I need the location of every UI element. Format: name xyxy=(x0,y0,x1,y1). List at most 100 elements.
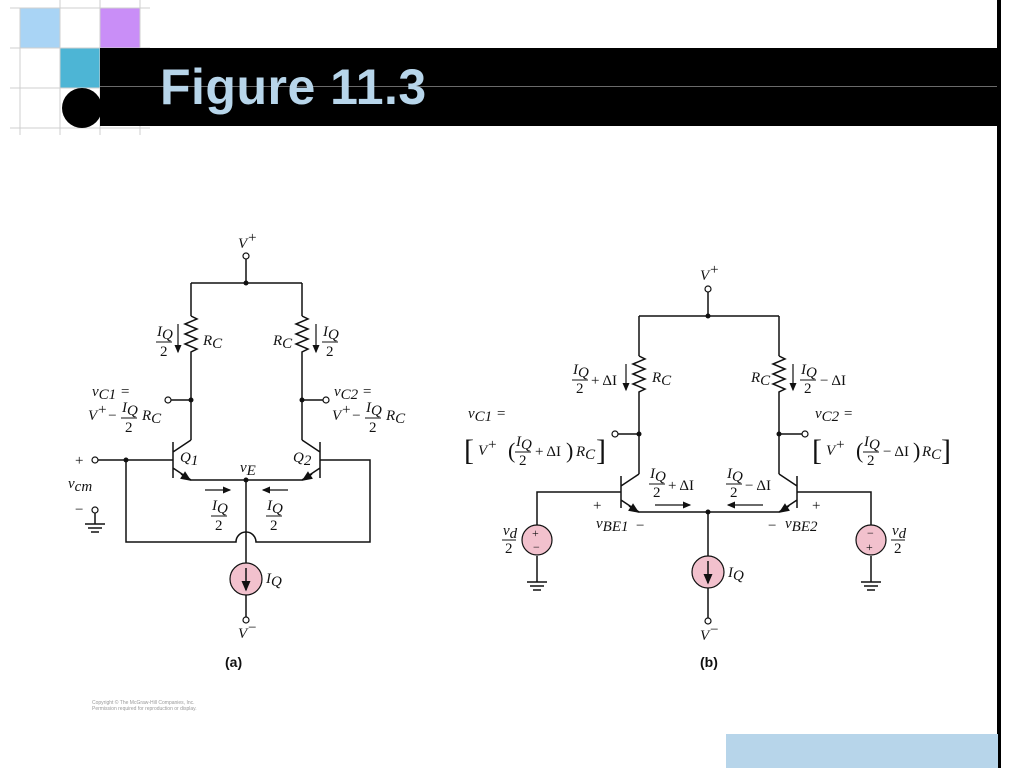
q2-label-a: Q2 xyxy=(293,450,312,469)
iq-half-1-a: IQ xyxy=(156,324,173,343)
ground-icon-b2 xyxy=(861,581,881,591)
vc1-terminal-a xyxy=(164,396,172,404)
vplus-terminal-a xyxy=(242,252,250,260)
svg-text:+: + xyxy=(812,498,820,514)
svg-text:IQ: IQ xyxy=(365,400,382,419)
svg-text:−: − xyxy=(75,502,83,518)
svg-text:IQ: IQ xyxy=(121,400,138,419)
svg-text:RC: RC xyxy=(575,444,596,463)
svg-text:IQ: IQ xyxy=(863,434,880,453)
vc2-terminal-a xyxy=(322,396,330,404)
svg-text:RC: RC xyxy=(750,370,771,389)
vcm-label-a: vcm xyxy=(68,476,92,495)
svg-text:2: 2 xyxy=(730,485,738,501)
deco-circle xyxy=(62,88,102,128)
ve-label-a: vE xyxy=(240,460,256,479)
svg-text:+: + xyxy=(75,453,83,469)
svg-text:]: ] xyxy=(596,434,606,467)
iq-half-2-a: IQ xyxy=(322,324,339,343)
vc2-label-a: vC2 = xyxy=(334,384,372,403)
svg-text:− ΔI: − ΔI xyxy=(820,373,846,389)
bottom-accent-box xyxy=(726,734,998,768)
resistor-rc1-b xyxy=(631,355,647,474)
svg-text:2: 2 xyxy=(369,420,377,436)
vbe2-label-b: vBE2 xyxy=(785,516,818,535)
svg-text:2: 2 xyxy=(270,518,278,534)
ground-icon-b1 xyxy=(527,581,547,591)
vplus-label-b: V+ xyxy=(700,262,719,284)
svg-text:(: ( xyxy=(508,438,515,463)
svg-text:IQ: IQ xyxy=(515,434,532,453)
svg-text:− ΔI: − ΔI xyxy=(883,444,909,460)
svg-text:IQ: IQ xyxy=(266,498,283,517)
svg-text:2: 2 xyxy=(215,518,223,534)
svg-text:2: 2 xyxy=(125,420,133,436)
svg-text:RC: RC xyxy=(141,408,162,427)
svg-text:IQ: IQ xyxy=(649,466,666,485)
circuit-a: V+ RC RC IQ 2 IQ 2 vC1 = V+− IQ 2 RC vC2… xyxy=(68,230,406,670)
caption-a: (a) xyxy=(225,654,242,670)
svg-text:vd: vd xyxy=(503,523,518,542)
svg-text:2: 2 xyxy=(326,344,334,360)
svg-text:IQ: IQ xyxy=(572,362,589,381)
iq-label-b: IQ xyxy=(727,565,744,584)
svg-text:V+: V+ xyxy=(826,437,845,459)
vplus-label-a: V+ xyxy=(238,230,257,252)
svg-text:2: 2 xyxy=(505,541,513,557)
vcm-input-terminal-a xyxy=(91,456,99,464)
vminus-label-b: V− xyxy=(700,622,719,644)
svg-text:−: − xyxy=(636,518,644,534)
svg-text:2: 2 xyxy=(653,485,661,501)
svg-text:−: − xyxy=(867,526,874,540)
svg-text:2: 2 xyxy=(160,344,168,360)
title-bar xyxy=(100,48,1000,126)
resistor-rc2-a xyxy=(294,315,310,440)
svg-text:+: + xyxy=(532,526,539,540)
svg-text:[: [ xyxy=(464,434,474,467)
supply-wire-b xyxy=(638,292,780,356)
rc2-label-a: RC xyxy=(272,333,293,352)
svg-text:+ ΔI: + ΔI xyxy=(668,478,694,494)
svg-text:IQ: IQ xyxy=(800,362,817,381)
voltage-source-icon-vd1 xyxy=(521,524,553,556)
svg-text:RC: RC xyxy=(651,370,672,389)
svg-text:+: + xyxy=(593,498,601,514)
circuit-b: V+ RC RC IQ 2 + ΔI IQ 2 − ΔI vC1 = [ V+ … xyxy=(464,262,951,670)
svg-text:RC: RC xyxy=(385,408,406,427)
vc1-expr-a: V+− xyxy=(88,402,117,424)
deco-purple-square xyxy=(100,8,140,48)
svg-text:2: 2 xyxy=(894,541,902,557)
resistor-rc2-b xyxy=(771,355,787,474)
svg-text:− ΔI: − ΔI xyxy=(745,478,771,494)
svg-text:+ ΔI: + ΔI xyxy=(535,444,561,460)
svg-text:2: 2 xyxy=(867,453,875,469)
svg-text:−: − xyxy=(768,518,776,534)
svg-text:+ ΔI: + ΔI xyxy=(591,373,617,389)
vminus-label-a: V− xyxy=(238,620,257,642)
svg-text:2: 2 xyxy=(576,381,584,397)
svg-text:V+: V+ xyxy=(478,437,497,459)
svg-text:−: − xyxy=(533,540,540,554)
svg-text:2: 2 xyxy=(519,453,527,469)
right-border xyxy=(997,0,1001,768)
q1-label-a: Q1 xyxy=(180,450,198,469)
vbe1-label-b: vBE1 xyxy=(596,516,629,535)
svg-text:]: ] xyxy=(941,434,951,467)
svg-text:IQ: IQ xyxy=(211,498,228,517)
svg-text:[: [ xyxy=(812,434,822,467)
svg-text:): ) xyxy=(913,438,920,463)
supply-wire-a xyxy=(190,259,303,316)
vc2-label-b: vC2 = xyxy=(815,406,853,425)
vc2-expr-a: V+− xyxy=(332,402,361,424)
svg-text:2: 2 xyxy=(804,381,812,397)
deco-teal-square xyxy=(60,48,100,88)
svg-text:IQ: IQ xyxy=(726,466,743,485)
deco-blue-square xyxy=(20,8,60,48)
svg-text:RC: RC xyxy=(921,444,942,463)
svg-text:): ) xyxy=(566,438,573,463)
svg-text:vd: vd xyxy=(892,523,907,542)
caption-b: (b) xyxy=(700,654,718,670)
base-wire-a xyxy=(98,459,371,543)
rc1-label-a: RC xyxy=(202,333,223,352)
